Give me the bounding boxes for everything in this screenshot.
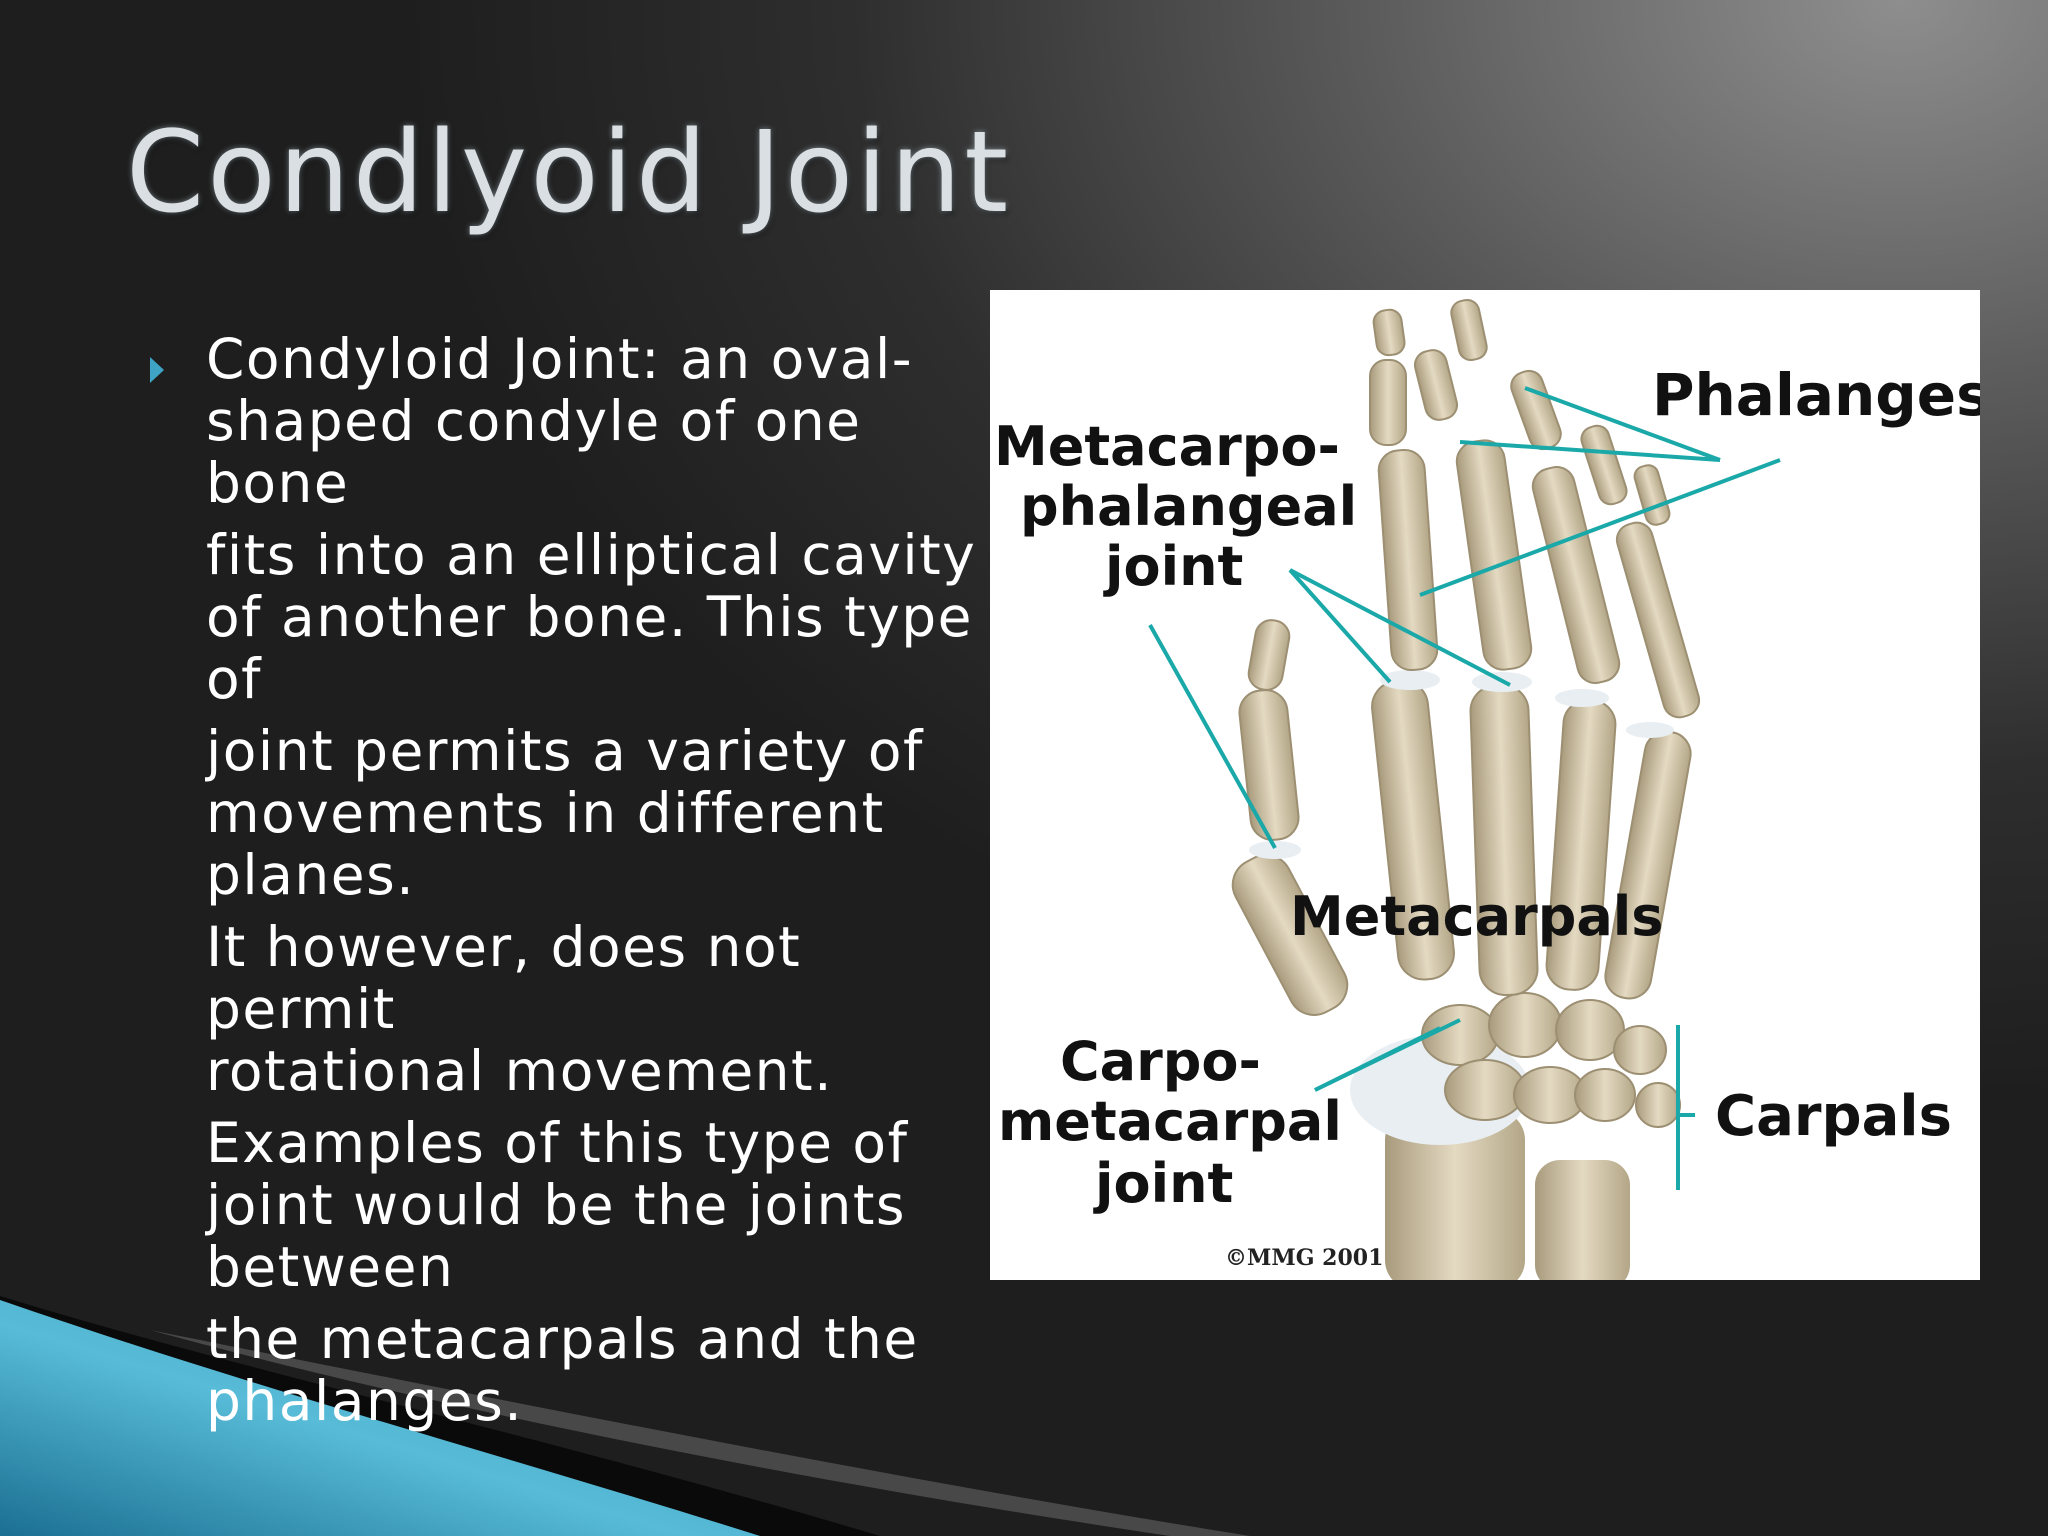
- carpals-bracket: [1676, 1025, 1695, 1190]
- paragraph: fits into an elliptical cavity of anothe…: [206, 523, 977, 711]
- label-mcp-line1: Metacarpo-: [994, 415, 1340, 478]
- hand-bones-illustration: Phalanges Metacarpo- phalangeal joint Me…: [990, 290, 1980, 1280]
- metacarpal-bones: [1371, 679, 1692, 1000]
- label-mcp-line3: joint: [1103, 535, 1243, 598]
- label-cmc-line1: Carpo-: [1060, 1030, 1261, 1093]
- joint-cartilage: [1249, 670, 1674, 859]
- label-metacarpals: Metacarpals: [1290, 885, 1663, 948]
- paragraph: Condyloid Joint: an oval- shaped condyle…: [206, 327, 914, 515]
- copyright-mark: ©MMG 2001: [1225, 1245, 1383, 1271]
- label-cmc-line3: joint: [1093, 1152, 1233, 1215]
- label-cmc-line2: metacarpal: [998, 1090, 1342, 1153]
- paragraph: Examples of this type of joint would be …: [206, 1111, 909, 1299]
- paragraph: joint permits a variety of movements in …: [206, 719, 924, 907]
- slide-title: Condlyoid Joint: [126, 108, 1012, 238]
- carpal-bones: [1421, 992, 1681, 1128]
- paragraph: It however, does not permit rotational m…: [206, 915, 834, 1103]
- phalanx-bones: [1369, 298, 1701, 719]
- slide-body: Condyloid Joint: an oval- shaped condyle…: [140, 328, 1000, 1442]
- thumb-bones: [1231, 619, 1349, 1016]
- paragraph: the metacarpals and the phalanges.: [206, 1307, 919, 1433]
- label-phalanges: Phalanges: [1652, 361, 1980, 429]
- label-carpals: Carpals: [1715, 1084, 1952, 1149]
- hand-skeleton-drawing: Phalanges Metacarpo- phalangeal joint Me…: [994, 298, 1980, 1280]
- label-pointer-lines: [1148, 386, 1781, 1092]
- label-mcp-line2: phalangeal: [1020, 475, 1357, 538]
- bullet-arrow-icon: [150, 357, 164, 383]
